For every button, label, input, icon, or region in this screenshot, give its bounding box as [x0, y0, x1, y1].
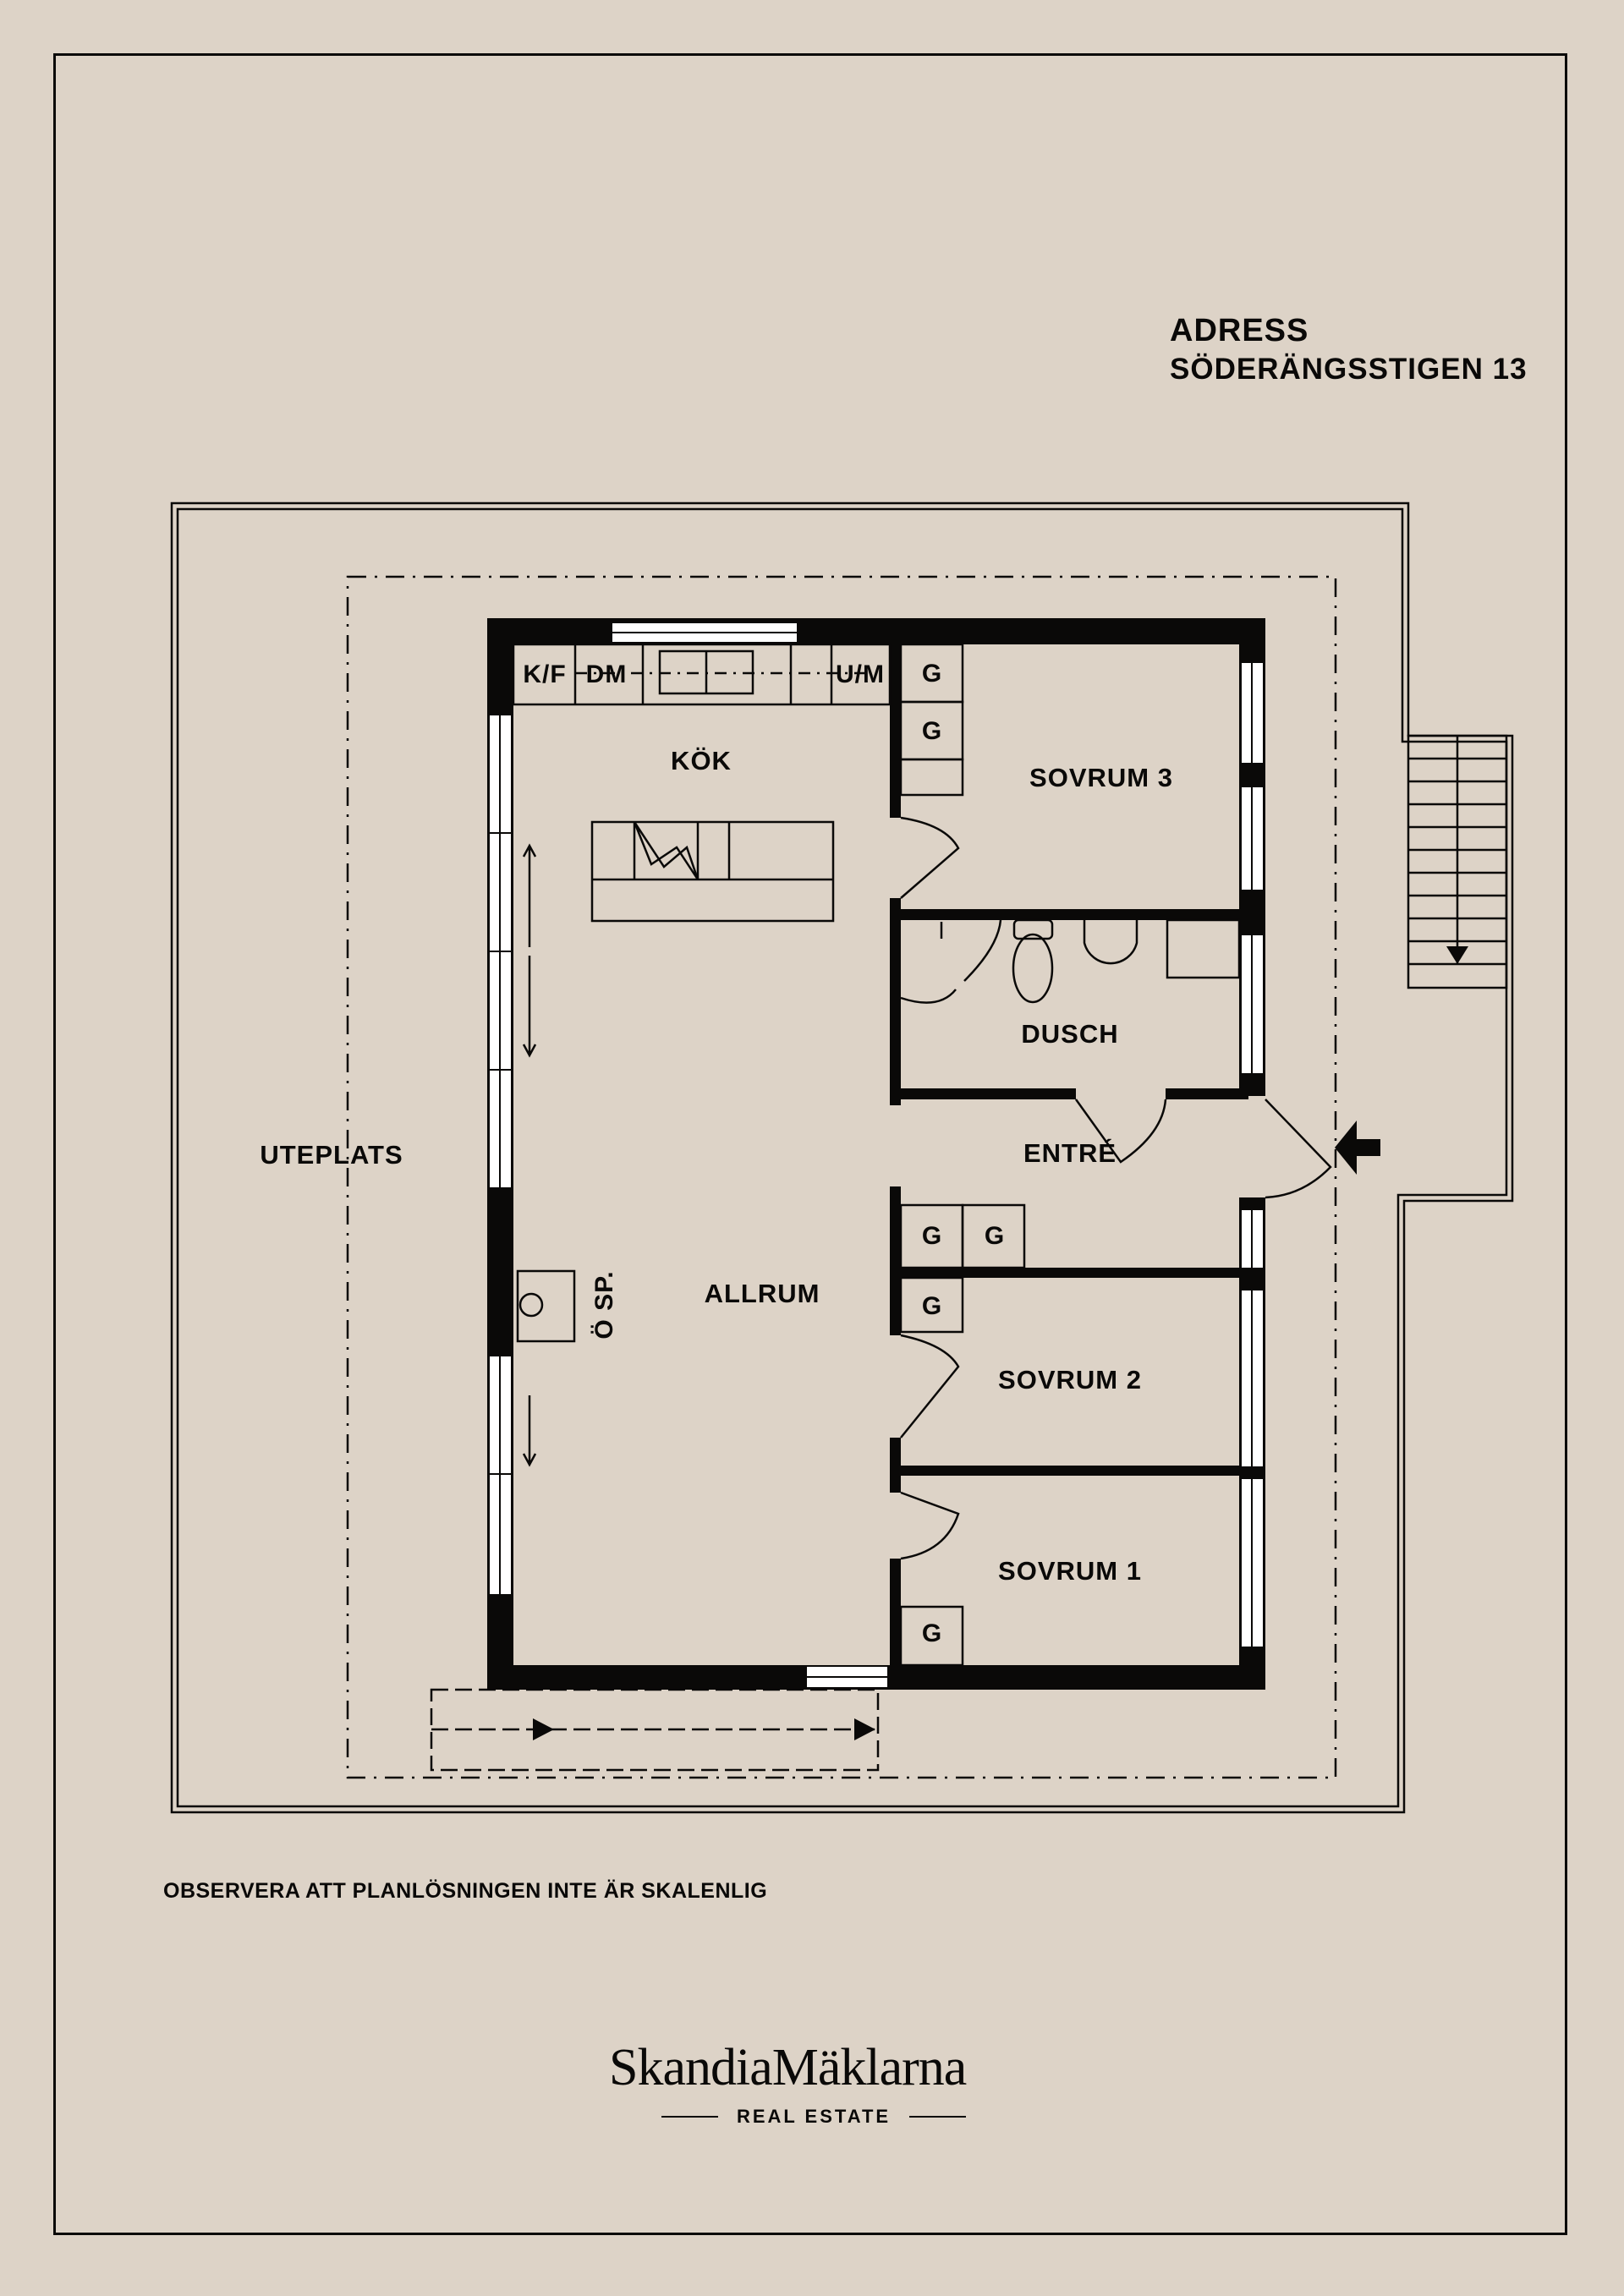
brand-tagline: REAL ESTATE	[661, 2106, 966, 2128]
deck-outline-outer	[170, 501, 1514, 1814]
kitchen-island	[590, 820, 835, 923]
door-sovrum3	[900, 816, 960, 899]
wardrobe-label: G	[984, 1222, 1006, 1250]
door-sovrum1	[900, 1491, 960, 1560]
divider	[909, 2116, 966, 2118]
brand-tagline-text: REAL ESTATE	[736, 2106, 892, 2127]
wardrobe-label: G	[921, 1222, 943, 1250]
divider	[661, 2116, 718, 2118]
wardrobe-label: G	[921, 717, 943, 745]
windows	[488, 622, 1265, 1689]
slide-arrow-up-icon	[522, 843, 537, 947]
slide-arrow-down-icon	[522, 1395, 537, 1467]
room-sovrum3: SOVRUM 3	[1029, 763, 1173, 792]
washbasin-icon	[1083, 920, 1138, 965]
room-kok: KÖK	[671, 746, 732, 775]
wardrobe-label: G	[921, 660, 943, 688]
area-uteplats: UTEPLATS	[260, 1140, 403, 1170]
address-label: ADRESS	[1170, 313, 1309, 348]
scale-disclaimer: OBSERVERA ATT PLANLÖSNINGEN INTE ÄR SKAL…	[163, 1879, 768, 1903]
address-value: SÖDERÄNGSSTIGEN 13	[1170, 353, 1528, 386]
toilet-icon	[1012, 918, 1054, 940]
wardrobe-label: G	[921, 1619, 943, 1647]
stairs-rear	[430, 1688, 880, 1772]
room-dusch: DUSCH	[1021, 1019, 1119, 1049]
stairs-rear-arrow-icon	[533, 1718, 554, 1740]
kitchen-counter	[512, 643, 892, 706]
room-sovrum1: SOVRUM 1	[998, 1556, 1142, 1586]
slide-arrow-down-icon	[522, 956, 537, 1058]
interior-walls	[890, 644, 1248, 1665]
room-allrum: ALLRUM	[704, 1279, 820, 1308]
stairs-down-arrow-icon	[1446, 946, 1468, 964]
stairs-right	[1407, 734, 1508, 989]
door-dusch	[1074, 1099, 1167, 1164]
page-border	[53, 53, 1567, 2235]
entrance-door-gap	[1239, 1096, 1265, 1197]
address-block: ADRESS SÖDERÄNGSSTIGEN 13	[1170, 311, 1528, 389]
fixture-fireplace-label: Ö SP.	[590, 1270, 618, 1340]
fireplace-icon	[516, 1269, 576, 1343]
wardrobe-label: G	[921, 1292, 943, 1320]
door-sovrum2	[900, 1334, 960, 1438]
roof-line	[346, 575, 1337, 1779]
room-entre: ENTRÉ	[1023, 1138, 1117, 1168]
fixture-dishwasher: DM	[585, 660, 628, 688]
entrance-arrow-icon	[1335, 1121, 1380, 1175]
door-entrance	[1265, 1099, 1332, 1199]
stove-icon	[633, 821, 700, 880]
door-shower	[900, 919, 1002, 1004]
fixture-oven-microwave: U/M	[836, 660, 885, 688]
brand-logo: SkandiaMäklarna	[609, 2039, 967, 2096]
room-sovrum2: SOVRUM 2	[998, 1365, 1142, 1395]
fixture-fridge-freezer: K/F	[523, 660, 567, 688]
stairs-rear-arrow-icon	[854, 1718, 875, 1740]
deck-outline-inner	[176, 507, 1508, 1808]
